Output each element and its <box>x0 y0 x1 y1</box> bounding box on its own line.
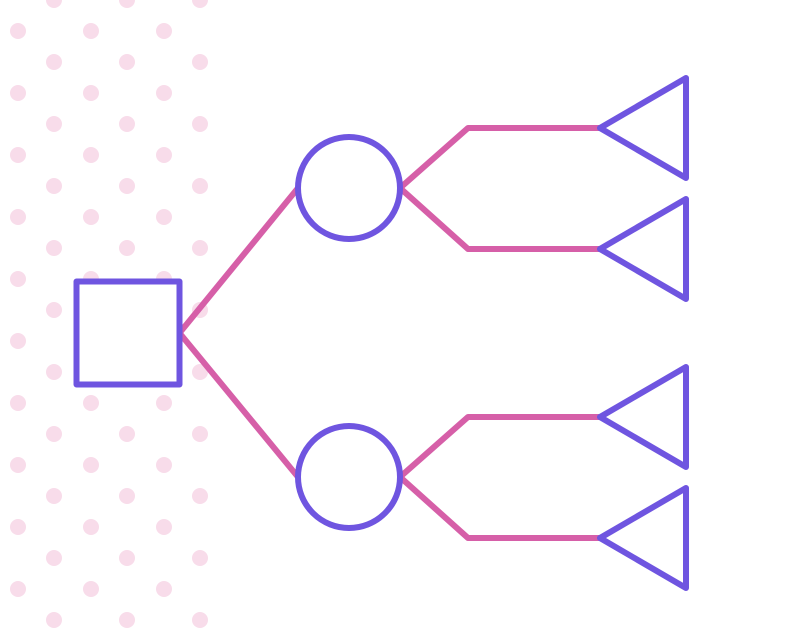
background-dot <box>119 240 135 256</box>
edge-decision-to-chance-bottom <box>176 330 301 480</box>
background-dot <box>46 364 62 380</box>
background-dot <box>192 240 208 256</box>
background-dot <box>83 209 99 225</box>
background-dot <box>156 147 172 163</box>
tree-edges <box>176 125 603 541</box>
background-dot <box>83 395 99 411</box>
end-2-node-triangle <box>597 196 689 302</box>
background-dot <box>10 23 26 39</box>
background-dot <box>46 488 62 504</box>
background-dot <box>10 147 26 163</box>
background-dot-pattern <box>10 0 208 628</box>
background-dot <box>46 54 62 70</box>
background-dot <box>46 550 62 566</box>
background-dot <box>83 581 99 597</box>
background-dot <box>119 178 135 194</box>
background-dot <box>83 519 99 535</box>
edge-chance-top-to-end-2 <box>397 185 603 252</box>
end-4-node-triangle <box>597 485 689 591</box>
background-dot <box>192 488 208 504</box>
background-dot <box>156 209 172 225</box>
end-1-node-triangle <box>597 75 689 181</box>
background-dot <box>83 457 99 473</box>
chance-top-node-circle <box>295 134 403 242</box>
background-dot <box>156 395 172 411</box>
background-dot <box>46 116 62 132</box>
background-dot <box>83 147 99 163</box>
background-dot <box>192 0 208 8</box>
background-dot <box>83 23 99 39</box>
background-dot <box>119 612 135 628</box>
background-dot <box>46 178 62 194</box>
edge-decision-to-chance-top <box>176 185 301 336</box>
background-dot <box>156 23 172 39</box>
background-dot <box>119 0 135 8</box>
background-dot <box>119 116 135 132</box>
background-dot <box>119 54 135 70</box>
background-dot <box>10 271 26 287</box>
background-dot <box>46 426 62 442</box>
background-dot <box>46 612 62 628</box>
background-dot <box>46 0 62 8</box>
background-dot <box>156 85 172 101</box>
background-dot <box>83 85 99 101</box>
background-dot <box>192 550 208 566</box>
background-dot <box>46 302 62 318</box>
background-dot <box>10 581 26 597</box>
end-3-node-triangle <box>597 364 689 470</box>
background-dot <box>10 85 26 101</box>
tree-nodes <box>73 75 689 591</box>
background-dot <box>119 550 135 566</box>
background-dot <box>10 395 26 411</box>
background-dot <box>46 240 62 256</box>
edge-chance-top-to-end-1 <box>397 125 603 191</box>
background-dot <box>192 426 208 442</box>
edge-chance-bottom-to-end-4 <box>397 474 603 541</box>
background-dot <box>10 333 26 349</box>
chance-bottom-node-circle <box>295 423 403 531</box>
background-dot <box>192 364 208 380</box>
background-dot <box>192 54 208 70</box>
background-dot <box>10 209 26 225</box>
background-dot <box>119 426 135 442</box>
background-dot <box>192 116 208 132</box>
decision-node-square <box>73 278 183 388</box>
background-dot <box>156 581 172 597</box>
background-dot <box>192 612 208 628</box>
background-dot <box>10 519 26 535</box>
background-dot <box>10 457 26 473</box>
background-dot <box>192 178 208 194</box>
background-dot <box>119 488 135 504</box>
background-dot <box>156 519 172 535</box>
background-dot <box>156 457 172 473</box>
edge-chance-bottom-to-end-3 <box>397 414 603 480</box>
